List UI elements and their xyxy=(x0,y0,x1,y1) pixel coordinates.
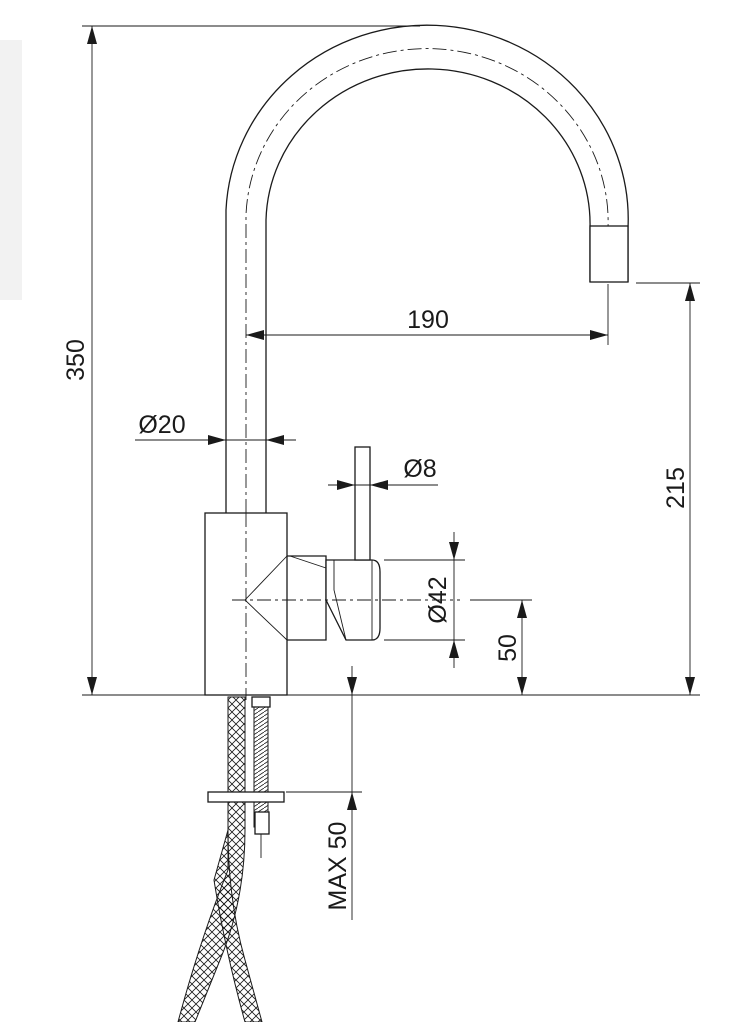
dim-pipe-diameter xyxy=(135,435,296,445)
dim-max-thickness xyxy=(286,666,362,920)
label-max-thickness: MAX 50 xyxy=(324,822,352,911)
label-overall-height: 350 xyxy=(62,339,90,381)
dim-overall-height xyxy=(82,25,420,695)
mounting-hardware xyxy=(177,696,285,1022)
label-spout-reach: 190 xyxy=(407,306,449,334)
label-spout-height: 215 xyxy=(662,467,690,509)
dim-handle-diameter xyxy=(384,532,465,668)
faucet-outline xyxy=(225,24,629,513)
label-handle-diameter: Ø42 xyxy=(424,576,452,623)
dim-spout-height xyxy=(636,282,700,695)
label-handle-height: 50 xyxy=(494,634,522,662)
faucet-body xyxy=(204,512,327,696)
dim-spout-reach xyxy=(246,284,609,345)
label-pipe-diameter: Ø20 xyxy=(138,411,185,439)
lever xyxy=(354,446,371,561)
dim-handle-height xyxy=(470,599,532,695)
dim-lever-diameter xyxy=(328,480,438,490)
left-edge-shadow xyxy=(0,40,22,300)
label-lever-diameter: Ø8 xyxy=(403,455,436,483)
